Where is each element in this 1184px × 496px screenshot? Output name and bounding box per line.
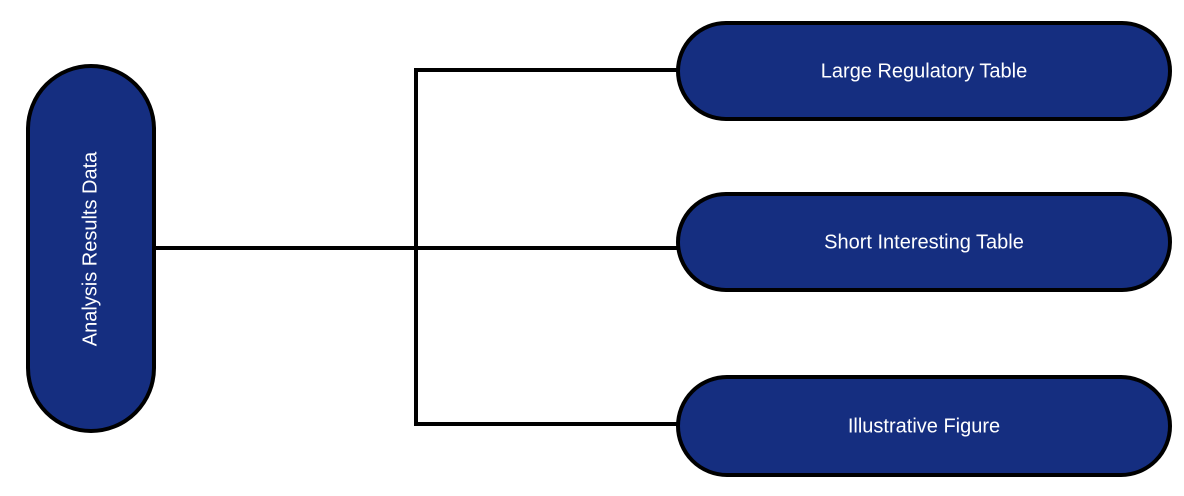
node-label-illustrative-figure: Illustrative Figure	[848, 415, 1000, 437]
edge-group	[154, 68, 678, 426]
node-label-large-regulatory-table: Large Regulatory Table	[821, 60, 1027, 82]
node-shape-large-regulatory-table[interactable]	[676, 21, 1172, 121]
node-shape-short-interesting-table[interactable]	[676, 192, 1172, 292]
node-label-analysis-results-data: Analysis Results Data	[79, 151, 101, 346]
node-short-interesting-table[interactable]: Short Interesting Table	[676, 192, 1172, 292]
node-shape-analysis-results-data[interactable]	[26, 64, 156, 433]
node-label-short-interesting-table: Short Interesting Table	[824, 231, 1024, 253]
node-shape-illustrative-figure[interactable]	[676, 375, 1172, 477]
node-large-regulatory-table[interactable]: Large Regulatory Table	[676, 21, 1172, 121]
node-analysis-results-data[interactable]: Analysis Results Data	[26, 64, 156, 433]
node-illustrative-figure[interactable]: Illustrative Figure	[676, 375, 1172, 477]
